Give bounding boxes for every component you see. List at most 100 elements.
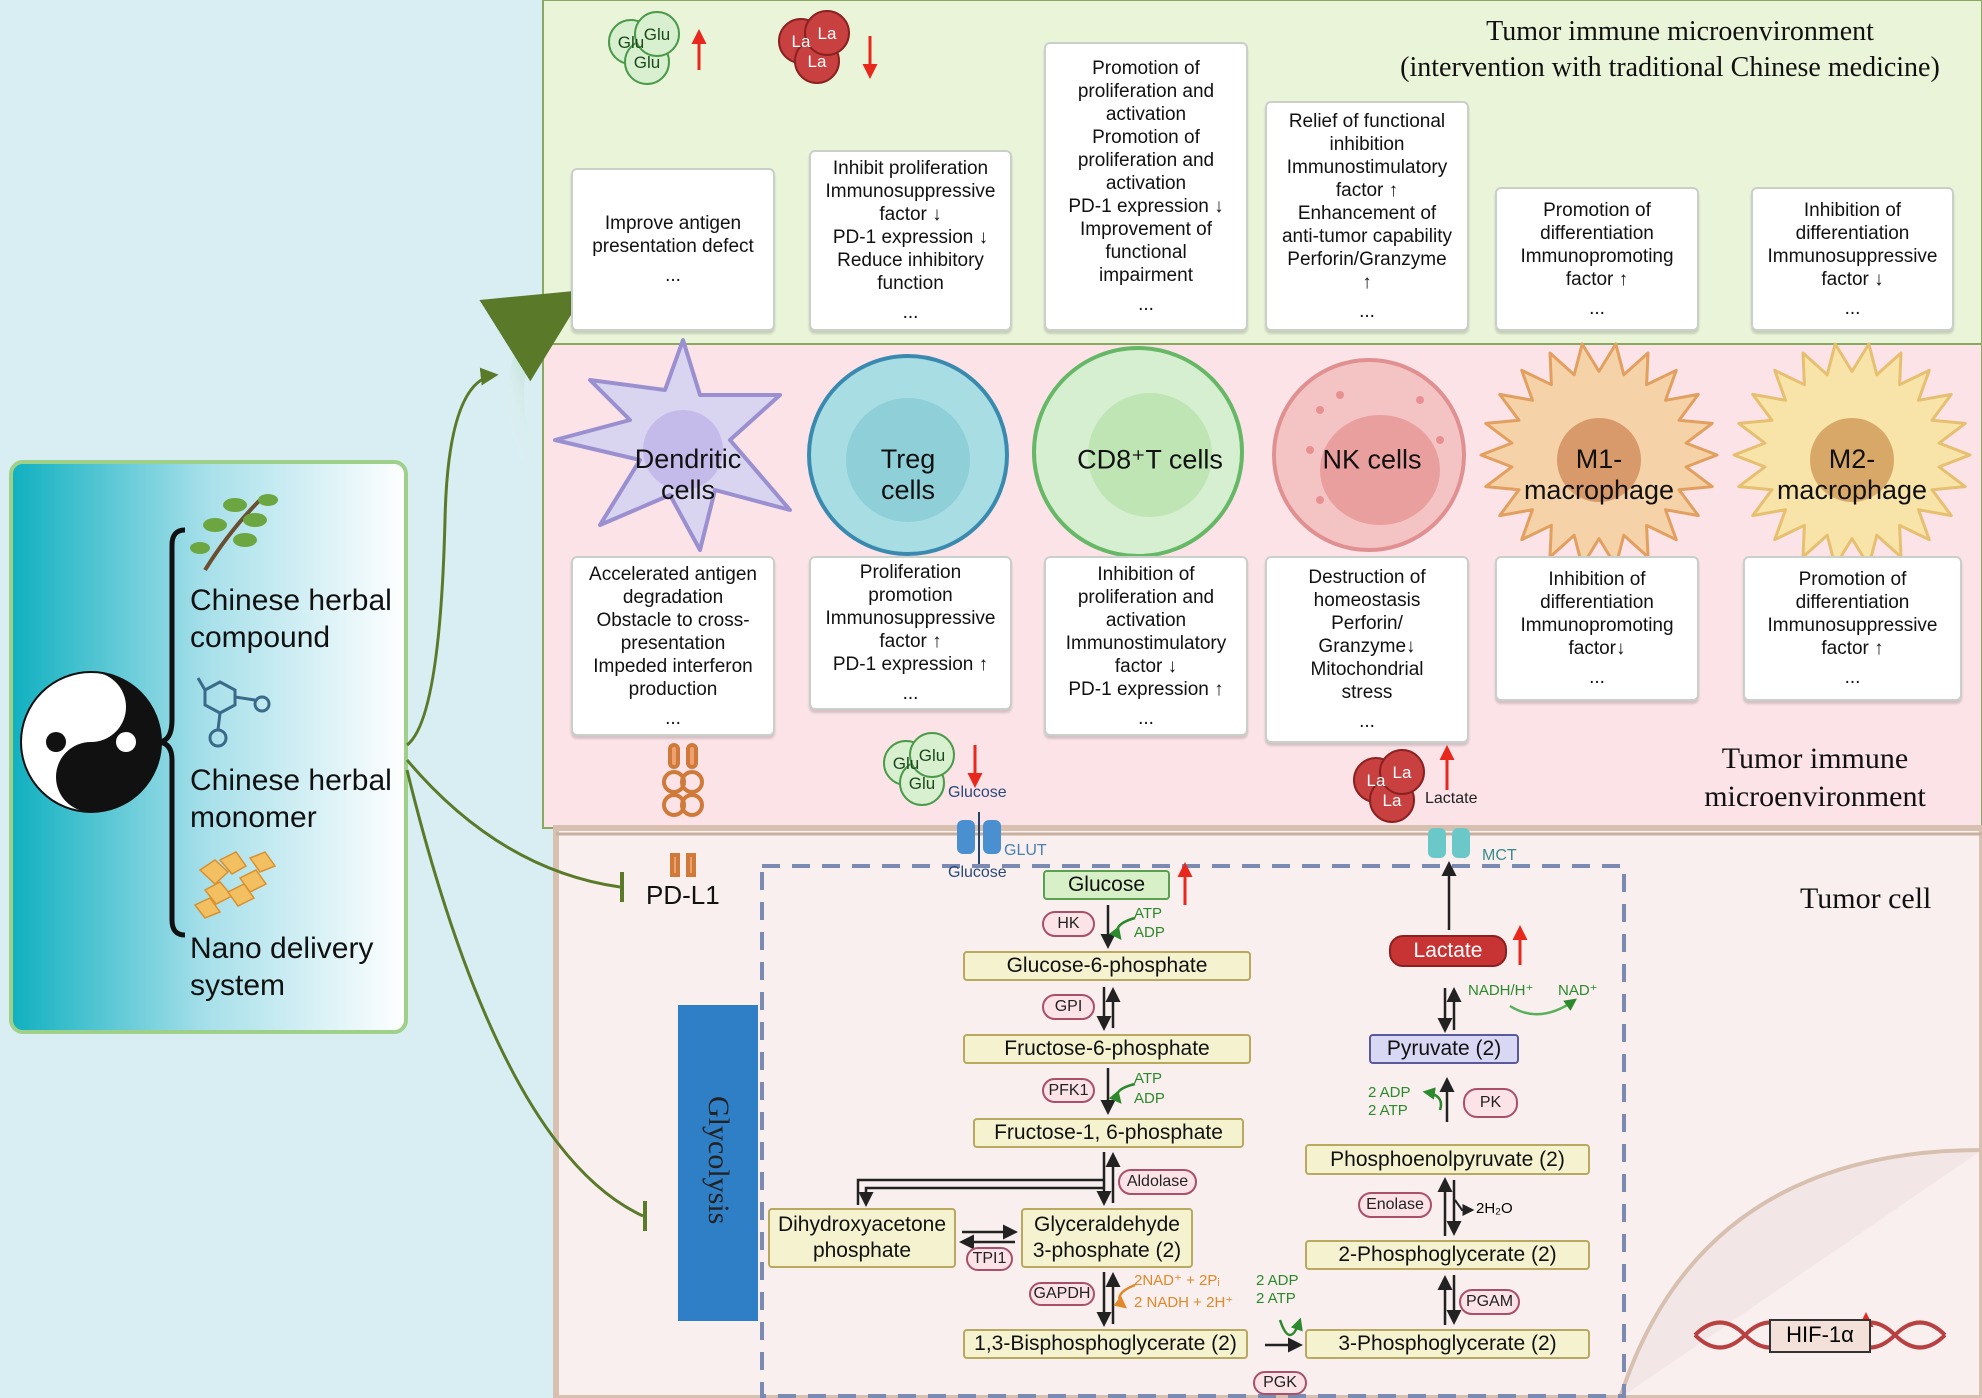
- box-line: Immunosuppressive: [1767, 245, 1938, 267]
- left-item-compound: Chinese herbal compound: [190, 584, 392, 654]
- title-line-1: Tumor immune microenvironment: [1486, 16, 1874, 47]
- cell-name-line: CD8⁺T cells: [1077, 444, 1223, 475]
- cell-label-6: M2-macrophage: [1777, 444, 1927, 506]
- cofactor-2adp: 2 ADP: [1368, 1084, 1411, 1101]
- box-line: PD-1 expression ↓: [1068, 196, 1224, 217]
- metabolite-3pg: 3-Phosphoglycerate (2): [1305, 1329, 1590, 1359]
- box-ellipsis: ...: [665, 707, 681, 729]
- box-line: Immunostimulatory: [1065, 632, 1227, 654]
- molecule-label: La: [1393, 763, 1412, 782]
- box-line: Immunosuppressive: [825, 181, 996, 202]
- box-line: Obstacle to cross-: [596, 609, 750, 631]
- label-text: Glucose: [1067, 873, 1146, 896]
- tumor-cytoplasm-box: [760, 864, 1626, 1398]
- left-panel: [9, 460, 408, 1034]
- glycolysis-label: Glycolysis: [702, 1095, 735, 1225]
- molecule-label: Glu: [644, 25, 670, 44]
- hif-label: HIF-1α: [1786, 1322, 1854, 1347]
- label-text: 2-Phosphoglycerate (2): [1338, 1243, 1557, 1266]
- cofactor-h2o: 2H₂O: [1476, 1200, 1513, 1217]
- box-line: inhibition: [1329, 133, 1405, 155]
- box-line: PD-1 expression ↑: [832, 654, 989, 675]
- label-text: HK: [1057, 915, 1080, 932]
- cell-name-line: M2-: [1828, 444, 1876, 474]
- mct-label: MCT: [1482, 847, 1517, 864]
- box-line: differentiation: [1795, 222, 1910, 244]
- mct-transporter-icon: [1428, 828, 1470, 858]
- box-line: Promotion of: [1543, 199, 1651, 221]
- metabolite-pyruvate: Pyruvate (2): [1369, 1034, 1519, 1064]
- enzyme-enolase: Enolase: [1358, 1192, 1432, 1218]
- cofactor-nadh-out: 2 NADH + 2H⁺: [1134, 1294, 1234, 1311]
- molecule-label: La: [808, 52, 827, 71]
- molecule-label: Glu: [893, 754, 919, 773]
- label-text: Fructose-1, 6-phosphate: [994, 1121, 1223, 1144]
- cell-name-line: cells: [880, 475, 936, 505]
- label-wrap: Lactate: [1414, 938, 1483, 964]
- glut-label: GLUT: [1004, 842, 1047, 859]
- label-wrap: Fructose-6-phosphate: [1004, 1036, 1209, 1062]
- pgk-cofactor-arrow: [1278, 1317, 1303, 1337]
- hif-box: [1769, 1319, 1871, 1353]
- box-line: Accelerated antigen: [589, 563, 757, 585]
- box-line: Promotion of: [1798, 569, 1907, 590]
- label-text: TPI1: [972, 1250, 1007, 1267]
- label-wrap: HK: [1057, 915, 1079, 933]
- label-text: Glucose-6-phosphate: [1006, 954, 1208, 977]
- box-line: Granzyme↓: [1318, 636, 1416, 657]
- label-wrap: Phosphoenolpyruvate (2): [1330, 1147, 1565, 1173]
- box-line: Reduce inhibitory: [837, 250, 984, 271]
- box-ellipsis: ...: [1359, 300, 1375, 322]
- box-line: Promotion of: [1092, 127, 1200, 148]
- nucleus-outline: [1618, 1148, 1982, 1398]
- cofactor-atp: ATP: [1134, 1070, 1163, 1087]
- box-line: Perforin/Granzyme: [1287, 248, 1447, 270]
- label-wrap: TPI1: [973, 1250, 1007, 1268]
- glucose-inside-label: Glucose: [948, 864, 1007, 881]
- molecule-label: Glu: [909, 774, 935, 793]
- cofactor-nad-in: 2NAD⁺ + 2Pᵢ: [1134, 1272, 1220, 1289]
- lactate-outside-label: Lactate: [1425, 790, 1478, 807]
- box-line: Inhibition of: [1097, 563, 1195, 585]
- box-line: Improve antigen: [604, 213, 742, 234]
- label-wrap: Glucose: [1068, 872, 1145, 898]
- pdl1-label: PD-L1: [646, 880, 720, 910]
- box-line: Promotion of: [1092, 58, 1200, 79]
- box-line: factor ↓: [1821, 268, 1884, 290]
- dendritic-cell-shape: [553, 338, 792, 552]
- box-line: Immunosuppressive: [1767, 615, 1938, 636]
- box-ellipsis: ...: [902, 683, 919, 704]
- box-line: Immunosuppressive: [825, 608, 996, 629]
- metabolite-lactate: Lactate: [1389, 935, 1507, 967]
- box-line: Inhibition of: [1548, 569, 1646, 590]
- label-wrap: 3-Phosphoglycerate (2): [1338, 1331, 1556, 1357]
- treg-cell-shape: [807, 354, 1009, 556]
- molecule-label: Glu: [618, 33, 644, 52]
- label-text: Enolase: [1366, 1196, 1424, 1213]
- molecule-icon: [196, 677, 271, 748]
- box-line: proliferation and: [1077, 150, 1215, 171]
- label-wrap: PFK1: [1048, 1082, 1088, 1100]
- glycolysis-bar: [678, 1005, 758, 1321]
- label-wrap: GAPDH: [1034, 1285, 1091, 1303]
- molecule-circle: [909, 732, 955, 778]
- label-text: 3-phosphate (2): [1032, 1239, 1182, 1262]
- cell-name-line: Treg: [880, 444, 936, 474]
- box-line: activation: [1105, 609, 1187, 631]
- box-line: production: [628, 678, 718, 700]
- box-line: proliferation and: [1077, 81, 1215, 102]
- label-text: PK: [1479, 1094, 1502, 1111]
- m1-macrophage-shape: [1479, 342, 1719, 568]
- metabolite-pep: Phosphoenolpyruvate (2): [1305, 1144, 1590, 1175]
- box-line: Inhibit proliferation: [832, 158, 989, 179]
- box-line: Enhancement of: [1297, 202, 1437, 224]
- arrow-to-top: [406, 367, 499, 747]
